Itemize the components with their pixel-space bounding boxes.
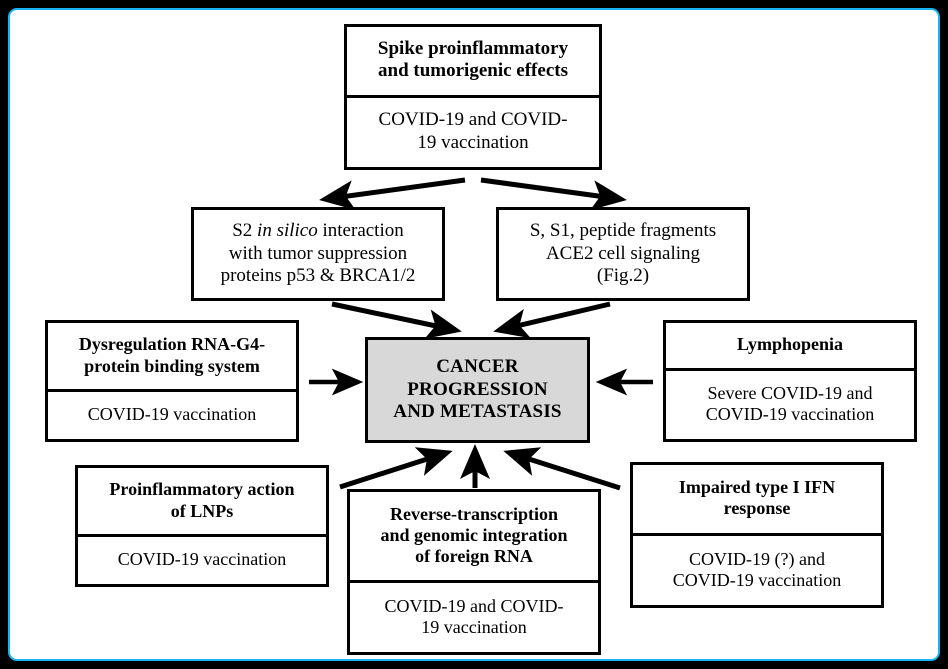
node-lnp-header-line1: Proinflammatory action (109, 479, 295, 500)
node-reverse-header-line2: and genomic integration (380, 524, 568, 545)
node-ifn-body-line1: COVID-19 (?) and (689, 548, 825, 569)
node-lymphopenia-header-line1: Lymphopenia (736, 334, 844, 355)
node-ace2-line1: S, S1, peptide fragments (529, 219, 717, 241)
node-cancer-text: CANCER PROGRESSION AND METASTASIS (368, 340, 587, 440)
node-cancer-line1: CANCER (436, 355, 519, 377)
arrow-ifn-to-cancer (503, 447, 621, 491)
node-lnp-header-line2: of LNPs (170, 500, 234, 521)
node-ifn-body-line2: COVID-19 vaccination (672, 569, 842, 590)
arrow-spike-to-s2 (319, 177, 466, 211)
node-spike-body: COVID-19 and COVID- 19 vaccination (347, 94, 599, 168)
node-ace2-line2: ACE2 cell signaling (545, 242, 701, 264)
node-ifn-header-line2: response (723, 498, 791, 519)
node-ace2-line3: (Fig.2) (596, 265, 650, 287)
node-ace2-cell-signaling[interactable]: S, S1, peptide fragments ACE2 cell signa… (496, 207, 750, 301)
node-spike-body-line1: COVID-19 and COVID- (378, 109, 568, 131)
node-s2-in-silico-interaction[interactable]: S2 in silico interaction with tumor supp… (191, 207, 445, 301)
node-spike-body-line2: 19 vaccination (417, 131, 529, 153)
node-rnag4-body: COVID-19 vaccination (48, 389, 296, 439)
node-reverse-transcription-integration[interactable]: Reverse-transcription and genomic integr… (347, 489, 601, 655)
node-ifn-body: COVID-19 (?) and COVID-19 vaccination (633, 532, 881, 606)
node-lnp-body-line1: COVID-19 vaccination (117, 549, 287, 570)
node-s2-text: S2 in silico interaction with tumor supp… (194, 210, 442, 298)
node-reverse-header-line3: of foreign RNA (415, 546, 533, 567)
node-ifn-header-line1: Impaired type I IFN (678, 477, 836, 498)
node-reverse-body: COVID-19 and COVID- 19 vaccination (350, 580, 598, 652)
arrow-s2-to-cancer (331, 301, 462, 339)
node-cancer-progression-metastasis[interactable]: CANCER PROGRESSION AND METASTASIS (365, 337, 590, 443)
node-s2-line1-post: interaction (317, 219, 404, 241)
node-lnp-header: Proinflammatory action of LNPs (78, 468, 326, 534)
node-s2-line2: with tumor suppression (228, 242, 408, 264)
node-s2-line1-pre: S2 (232, 219, 258, 241)
node-cancer-line3: AND METASTASIS (393, 401, 562, 423)
node-rnag4-header-line1: Dysregulation RNA-G4- (78, 334, 266, 355)
node-rnag4-header-line2: protein binding system (84, 355, 260, 376)
arrow-ace2-to-cancer (493, 301, 611, 339)
node-rnag4-header: Dysregulation RNA-G4- protein binding sy… (48, 323, 296, 389)
node-reverse-body-line2: 19 vaccination (421, 617, 527, 638)
node-reverse-header: Reverse-transcription and genomic integr… (350, 492, 598, 580)
node-lymphopenia-body: Severe COVID-19 and COVID-19 vaccination (666, 367, 914, 439)
node-impaired-type-i-ifn-response[interactable]: Impaired type I IFN response COVID-19 (?… (630, 462, 884, 608)
node-s2-line1-italic: in silico (257, 219, 318, 241)
arrow-spike-to-ace2 (480, 177, 627, 211)
node-spike-header-line2: and tumorigenic effects (378, 60, 568, 82)
node-lymphopenia-body-line2: COVID-19 vaccination (705, 404, 875, 425)
figure-canvas: Spike proinflammatory and tumorigenic ef… (8, 8, 940, 661)
node-rnag4-body-line1: COVID-19 vaccination (87, 404, 257, 425)
arrow-lnp-to-cancer (339, 447, 453, 490)
node-ace2-text: S, S1, peptide fragments ACE2 cell signa… (499, 210, 747, 298)
node-s2-line3: proteins p53 & BRCA1/2 (220, 265, 416, 287)
node-lnp-proinflammatory-action[interactable]: Proinflammatory action of LNPs COVID-19 … (75, 465, 329, 587)
node-rna-g4-dysregulation[interactable]: Dysregulation RNA-G4- protein binding sy… (45, 320, 299, 442)
node-lymphopenia-body-line1: Severe COVID-19 and (707, 383, 873, 404)
node-lnp-body: COVID-19 vaccination (78, 534, 326, 584)
node-spike-header: Spike proinflammatory and tumorigenic ef… (347, 27, 599, 95)
node-cancer-line2: PROGRESSION (407, 378, 548, 400)
node-reverse-header-line1: Reverse-transcription (390, 503, 558, 524)
node-reverse-body-line1: COVID-19 and COVID- (384, 595, 564, 616)
node-lymphopenia[interactable]: Lymphopenia Severe COVID-19 and COVID-19… (663, 320, 917, 442)
node-spike-header-line1: Spike proinflammatory (377, 37, 569, 59)
node-spike-effects[interactable]: Spike proinflammatory and tumorigenic ef… (344, 24, 602, 170)
node-ifn-header: Impaired type I IFN response (633, 465, 881, 533)
node-lymphopenia-header: Lymphopenia (666, 323, 914, 368)
